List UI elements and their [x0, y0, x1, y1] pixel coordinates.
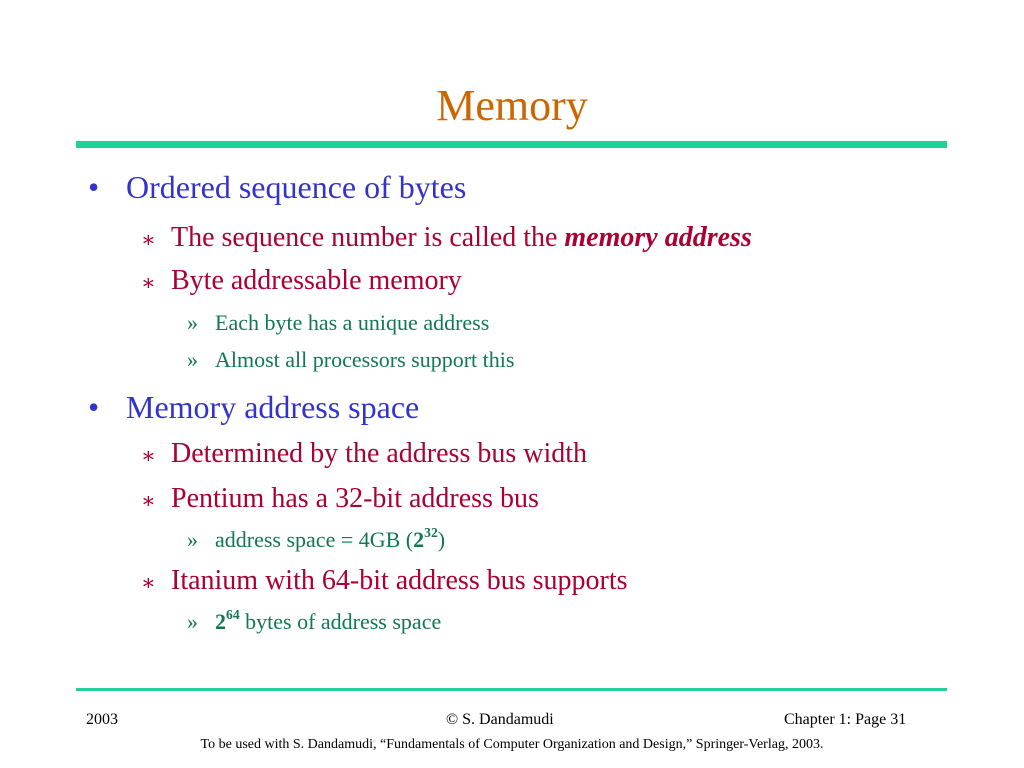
detail-2-64-bytes: » 264 bytes of address space	[187, 606, 442, 636]
sub-bullet-text: Pentium has a 32-bit address bus	[171, 483, 539, 514]
footer-citation-note: To be used with S. Dandamudi, “Fundament…	[200, 737, 824, 752]
sub-bullet-text: Itanium with 64-bit address bus supports	[171, 565, 628, 596]
power-base: 2	[215, 609, 226, 634]
sub-bullet-byte-addressable: ∗ Byte addressable memory	[141, 263, 462, 299]
power-exponent: 64	[226, 606, 240, 622]
detail-address-space-4gb: » address space = 4GB (232)	[187, 524, 446, 554]
sub-bullet-determined-by: ∗ Determined by the address bus width	[141, 436, 588, 472]
bullet-memory-address-space: • Memory address space	[88, 387, 420, 427]
asterisk-icon: ∗	[141, 270, 156, 295]
power-base: 2	[413, 527, 425, 552]
bullet-text: Memory address space	[126, 389, 420, 425]
bullet-text: Ordered sequence of bytes	[126, 169, 467, 205]
footer-year: 2003	[86, 711, 118, 728]
chevron-right-icon: »	[187, 310, 198, 335]
sub-bullet-text: Determined by the address bus width	[171, 438, 588, 469]
detail-text: address space = 4GB (	[215, 527, 414, 552]
sub-bullet-text: Byte addressable memory	[171, 265, 462, 296]
footer-page-number: Chapter 1: Page 31	[784, 711, 907, 728]
power-exponent: 32	[424, 524, 438, 540]
chevron-right-icon: »	[187, 609, 198, 634]
bullet-ordered-sequence: • Ordered sequence of bytes	[88, 167, 467, 207]
chevron-right-icon: »	[187, 347, 198, 372]
asterisk-icon: ∗	[141, 570, 156, 595]
sub-bullet-pentium: ∗ Pentium has a 32-bit address bus	[141, 481, 539, 517]
asterisk-icon: ∗	[141, 443, 156, 468]
sub-bullet-sequence-number: ∗ The sequence number is called the memo…	[141, 220, 752, 256]
detail-almost-all: » Almost all processors support this	[187, 346, 515, 374]
footer-divider	[76, 688, 947, 691]
title-divider	[76, 141, 947, 148]
footer-author: © S. Dandamudi	[446, 711, 554, 728]
asterisk-icon: ∗	[141, 488, 156, 513]
asterisk-icon: ∗	[141, 227, 156, 252]
bullet-dot-icon: •	[88, 389, 100, 425]
sub-bullet-itanium: ∗ Itanium with 64-bit address bus suppor…	[141, 563, 628, 599]
slide-title: Memory	[436, 81, 588, 130]
sub-bullet-text: The sequence number is called the	[171, 222, 565, 253]
chevron-right-icon: »	[187, 527, 198, 552]
detail-text: Almost all processors support this	[215, 347, 515, 372]
detail-text-after: )	[437, 527, 446, 552]
bullet-dot-icon: •	[88, 169, 100, 205]
detail-text-after: bytes of address space	[239, 609, 442, 634]
detail-each-byte: » Each byte has a unique address	[187, 309, 490, 337]
detail-text: Each byte has a unique address	[215, 310, 490, 335]
memory-address-term: memory address	[564, 222, 752, 253]
